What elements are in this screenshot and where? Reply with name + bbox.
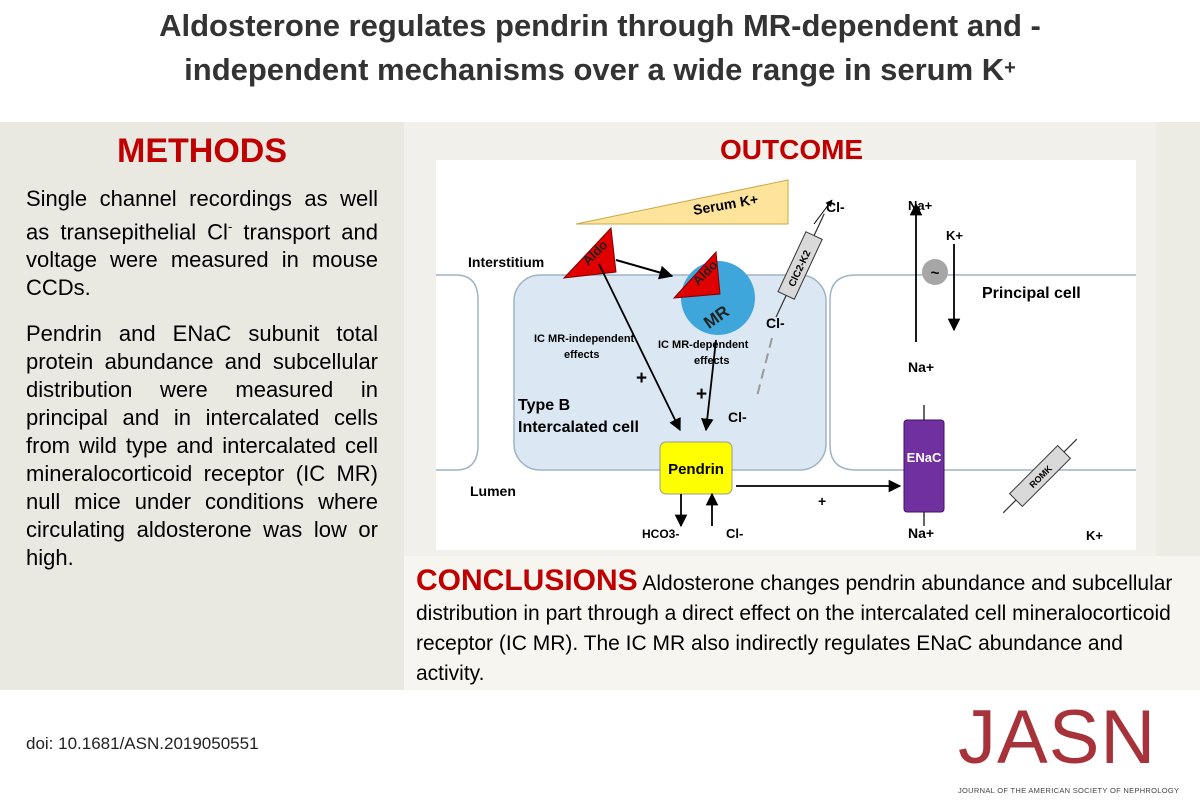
k-top-label: K+ [946,228,963,243]
na-top-label: Na+ [908,198,933,213]
methods-panel: METHODS Single channel recordings as wel… [0,122,404,690]
enac-label: ENaC [907,450,942,465]
ic-dependent-label-2: effects [694,355,729,367]
cl-bottom-label: Cl- [726,526,743,541]
k-bottom-label: K+ [1086,528,1103,543]
type-b-label-2: Intercalated cell [518,419,639,436]
plus-sign-3: + [818,493,826,509]
interstitium-label: Interstitium [468,254,544,270]
ic-dependent-label-1: IC MR-dependent [658,339,749,351]
pendrin-transporter [659,441,733,495]
left-cell-outline [436,274,479,471]
plus-sign-2: + [696,384,707,405]
type-b-label-1: Type B [518,397,570,414]
ic-independent-label-2: effects [564,349,599,361]
na-bottom-label: Na+ [908,525,934,541]
cl-top-label: Cl- [826,199,845,215]
lumen-label: Lumen [470,483,516,499]
principal-cell-outline [829,274,1136,471]
plus-sign-1: + [636,368,647,389]
conclusions-panel: CONCLUSIONS Aldosterone changes pendrin … [404,556,1200,690]
serum-k-wedge [575,179,789,225]
outcome-diagram: Serum K+ Aldo Aldo MR ClC2-K2 Cl- Cl- In… [436,160,1136,550]
doi-text: doi: 10.1681/ASN.2019050551 [26,734,259,753]
pendrin-label: Pendrin [668,461,724,478]
methods-heading: METHODS [117,132,287,170]
journal-name: JOURNAL OF THE AMERICAN SOCIETY OF NEPHR… [958,786,1180,795]
principal-cell-label: Principal cell [982,285,1081,302]
cl-low-label: Cl- [728,409,747,425]
mr-to-pendrin-arrow [700,339,717,432]
conclusions-text: CONCLUSIONS Aldosterone changes pendrin … [416,566,1191,689]
aldo-to-pendrin-arrow [598,263,681,432]
clc-out-arrow [813,199,833,225]
aldo-triangle-mr [672,250,721,299]
ic-independent-label-1: IC MR-independent [534,333,635,345]
methods-paragraph-1: Single channel recordings as well as tra… [26,186,379,301]
enac-channel [903,419,945,513]
conclusions-heading: CONCLUSIONS [416,564,638,597]
na-mid-label: Na+ [908,359,934,375]
hco3-label: HCO3- [642,527,679,541]
journal-logo: JASN [958,695,1157,780]
romk-channel: ROMK [1002,438,1078,514]
methods-text: Single channel recordings as well as tra… [26,185,378,590]
cl-mid-label: Cl- [766,315,785,331]
title-line-1: Aldosterone regulates pendrin through MR… [159,8,1041,43]
pump-tilde: ~ [931,265,940,282]
intercalated-cell [513,274,827,471]
aldo-triangle-left [562,226,617,279]
cl-dashed-path [755,337,773,401]
outcome-heading: OUTCOME [720,134,864,165]
aldo-to-mr-arrow [615,259,674,280]
conclusions-body: Aldosterone changes pendrin abundance an… [416,572,1173,685]
diagram-svg: Serum K+ Aldo Aldo MR ClC2-K2 Cl- Cl- In… [436,179,1136,543]
methods-paragraph-2: Pendrin and ENaC subunit total protein a… [26,321,378,571]
poster-title: Aldosterone regulates pendrin through MR… [0,0,1200,92]
title-line-2: independent mechanisms over a wide range… [184,52,1016,87]
na-k-pump [922,259,948,285]
